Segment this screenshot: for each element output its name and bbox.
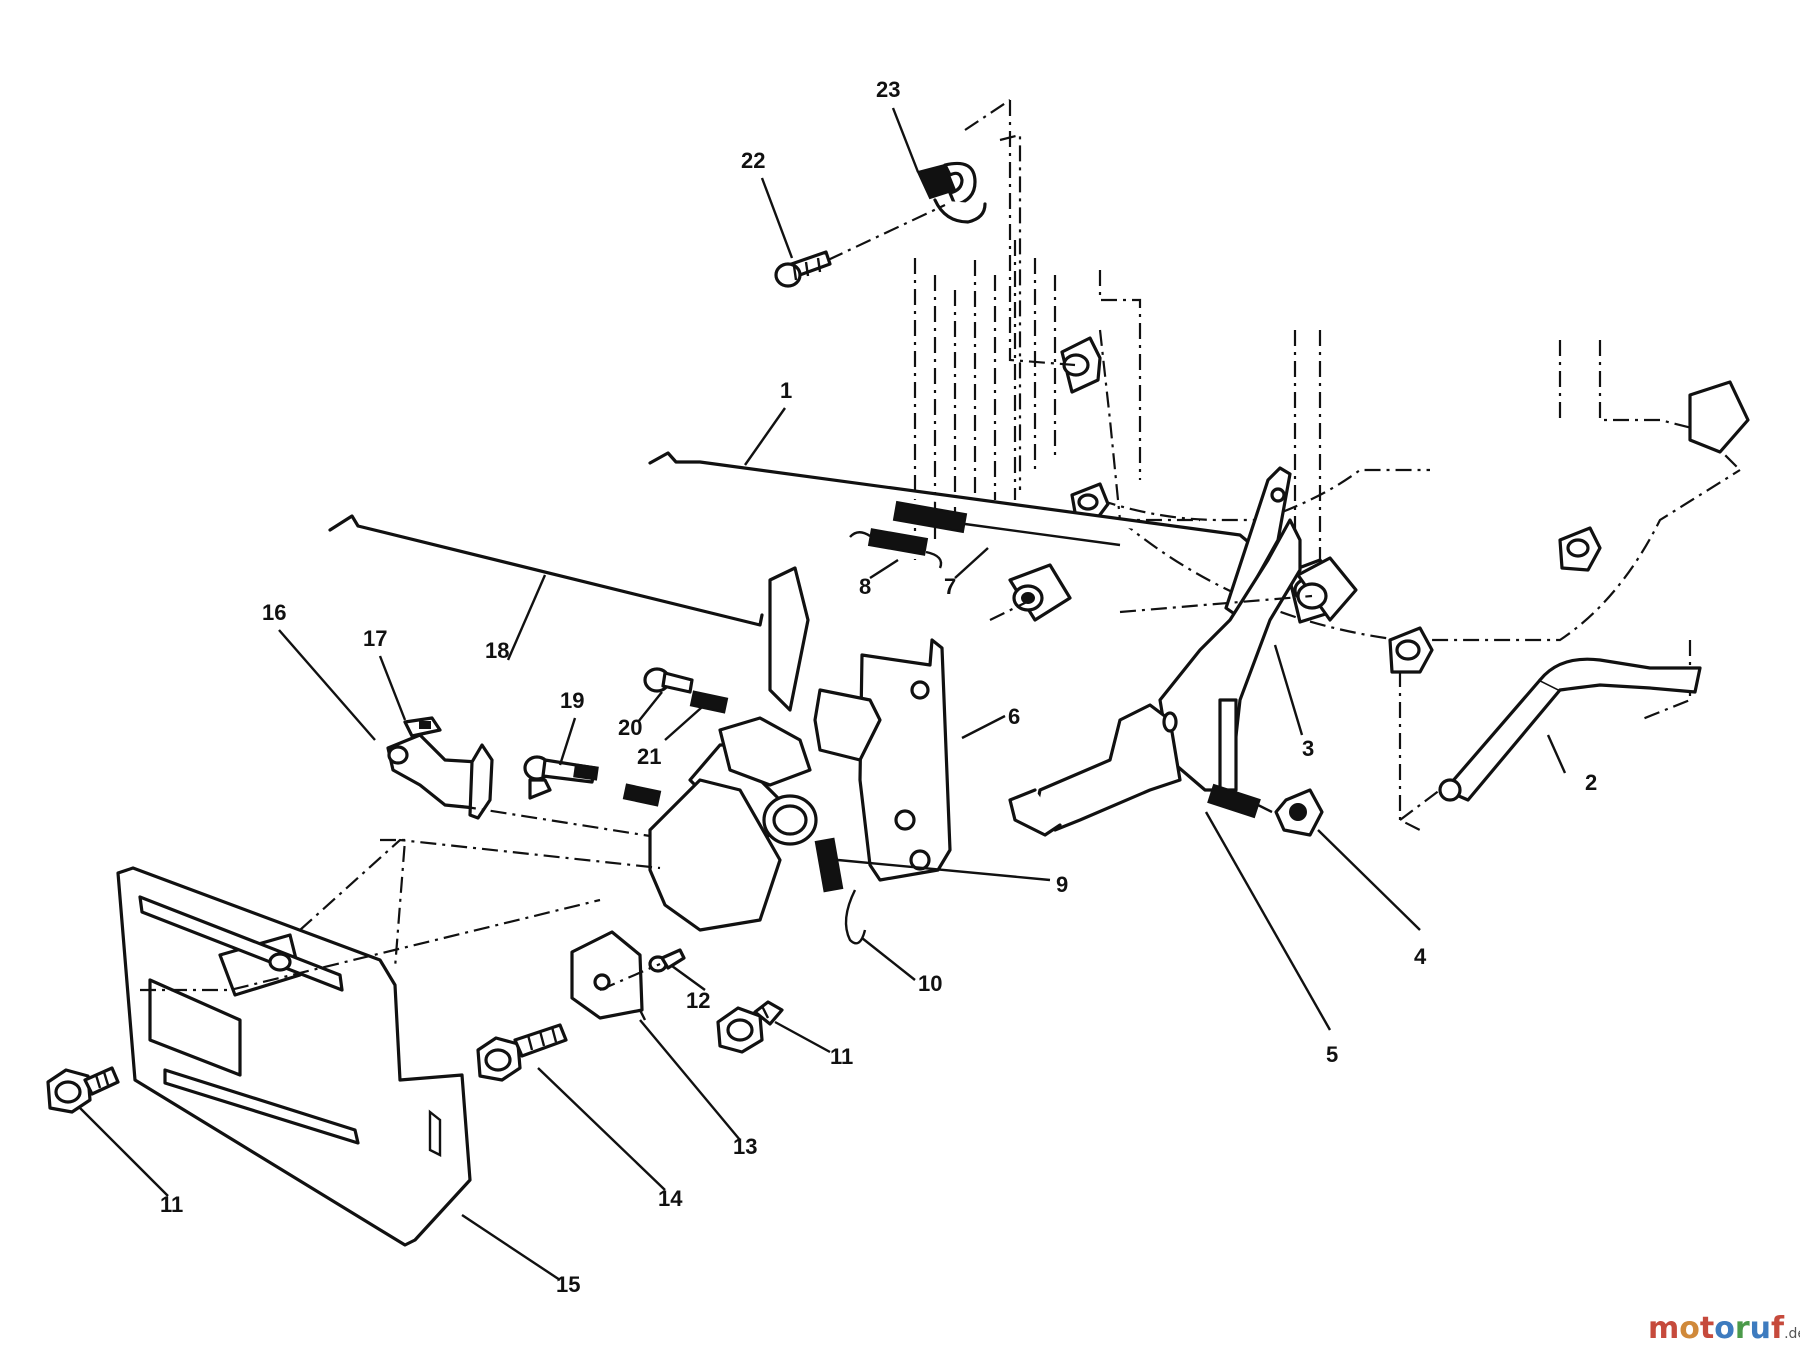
label-10: 10 bbox=[918, 971, 942, 996]
leader-2 bbox=[1546, 734, 1567, 774]
leader-10 bbox=[861, 937, 916, 981]
label-3: 3 bbox=[1302, 736, 1314, 761]
control-bracket-part bbox=[768, 566, 952, 882]
lock-nut-part bbox=[1274, 788, 1324, 837]
label-17: 17 bbox=[363, 626, 387, 651]
label-15: 15 bbox=[556, 1272, 580, 1297]
adjust-screw-part bbox=[1207, 783, 1273, 819]
small-screw-part bbox=[648, 948, 686, 973]
label-13: 13 bbox=[733, 1134, 757, 1159]
choke-rod-part bbox=[328, 514, 764, 627]
leader-4 bbox=[1317, 829, 1421, 931]
pivot-bushing-part bbox=[1008, 563, 1072, 622]
choke-link-part bbox=[386, 716, 552, 820]
leader-13 bbox=[639, 1019, 741, 1141]
label-6: 6 bbox=[1008, 704, 1020, 729]
throttle-bracket-part bbox=[1008, 703, 1182, 837]
alignment-lines bbox=[140, 99, 1441, 992]
governor-rod-part bbox=[648, 451, 1258, 556]
leader-lines bbox=[79, 107, 1567, 1282]
label-19: 19 bbox=[560, 688, 584, 713]
leader-8 bbox=[869, 558, 899, 580]
svg-text:motoruf.de: motoruf.de bbox=[1648, 1311, 1800, 1346]
small-spring-part bbox=[849, 528, 943, 569]
engine-pad-right bbox=[1688, 380, 1750, 454]
label-23: 23 bbox=[876, 77, 900, 102]
detent-spring-part bbox=[844, 889, 867, 945]
leader-20 bbox=[637, 691, 663, 723]
leader-18 bbox=[506, 574, 547, 661]
leader-3 bbox=[1273, 644, 1304, 736]
bolt-14-part bbox=[476, 1023, 568, 1082]
screw-20-part bbox=[643, 667, 694, 694]
label-5: 5 bbox=[1326, 1042, 1338, 1067]
leader-15 bbox=[461, 1213, 561, 1282]
leader-14 bbox=[537, 1067, 666, 1191]
label-14: 14 bbox=[658, 1186, 683, 1211]
governor-spring-part bbox=[892, 500, 1121, 547]
leader-16 bbox=[278, 629, 376, 741]
part-labels: 23 22 1 16 17 18 19 20 21 8 7 6 3 2 9 10… bbox=[160, 77, 1597, 1297]
clamp-part bbox=[570, 930, 647, 1021]
bolt-middle-part bbox=[716, 1000, 784, 1054]
leader-11-left bbox=[79, 1107, 169, 1197]
label-21: 21 bbox=[637, 744, 661, 769]
leader-21 bbox=[664, 699, 711, 741]
engine-boss-lower bbox=[1388, 626, 1434, 674]
choke-lever-part bbox=[1438, 657, 1702, 802]
label-7: 7 bbox=[944, 574, 956, 599]
spring-clip-part bbox=[916, 161, 987, 224]
leader-12 bbox=[671, 965, 706, 991]
leader-1 bbox=[744, 407, 786, 466]
bolt-left-part bbox=[46, 1066, 120, 1114]
governor-arm-part bbox=[1158, 466, 1302, 792]
leader-11-middle bbox=[774, 1020, 831, 1054]
label-2: 2 bbox=[1585, 770, 1597, 795]
label-16: 16 bbox=[262, 600, 286, 625]
leader-23 bbox=[891, 107, 920, 173]
engine-block-outline bbox=[913, 133, 1741, 831]
label-18: 18 bbox=[485, 638, 509, 663]
watermark-logo: motoruf.de bbox=[1648, 1311, 1800, 1346]
leader-17 bbox=[378, 655, 407, 721]
screw-part bbox=[774, 250, 832, 288]
leader-9 bbox=[837, 858, 1051, 882]
leader-7 bbox=[954, 547, 989, 579]
leader-22 bbox=[760, 177, 794, 259]
label-11-left: 11 bbox=[160, 1192, 183, 1217]
label-9: 9 bbox=[1056, 872, 1068, 897]
label-12: 12 bbox=[686, 988, 710, 1013]
control-lever-part bbox=[648, 688, 882, 932]
engine-boss-far-right bbox=[1558, 526, 1602, 572]
label-22: 22 bbox=[741, 148, 765, 173]
cover-plate-part bbox=[116, 866, 472, 1247]
leader-19 bbox=[558, 717, 577, 766]
label-1: 1 bbox=[780, 378, 792, 403]
label-4: 4 bbox=[1414, 944, 1427, 969]
leader-5 bbox=[1204, 811, 1332, 1031]
leader-6 bbox=[961, 714, 1006, 740]
label-8: 8 bbox=[859, 574, 871, 599]
label-20: 20 bbox=[618, 715, 642, 740]
label-11-middle: 11 bbox=[830, 1044, 853, 1069]
